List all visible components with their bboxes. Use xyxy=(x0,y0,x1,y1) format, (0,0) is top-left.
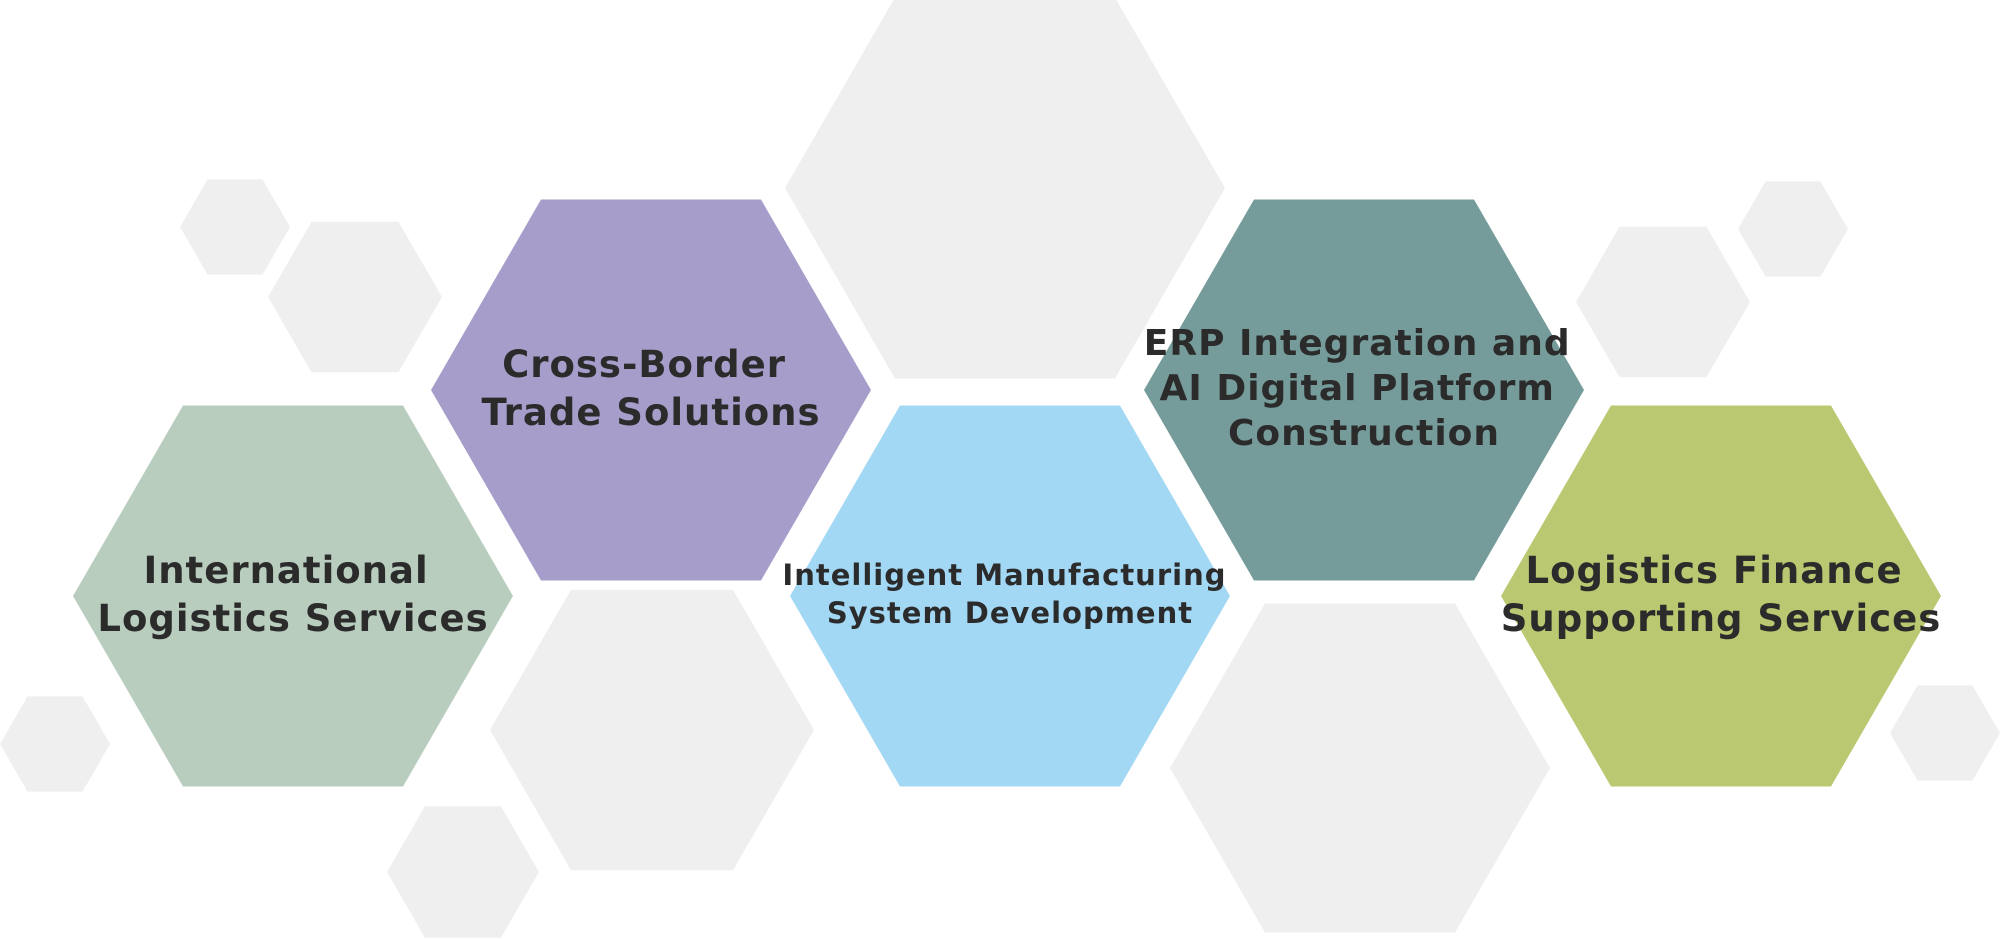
hexagon-intelligent-manufacturing[interactable]: Intelligent Manufacturing System Develop… xyxy=(782,405,1237,787)
hexagon-erp-ai-platform[interactable]: ERP Integration and AI Digital Platform … xyxy=(1144,199,1584,581)
label-line: International xyxy=(143,549,428,592)
decorative-hexagon xyxy=(1576,226,1750,378)
label-line: Logistics Services xyxy=(97,597,488,640)
label-line: Construction xyxy=(1228,413,1500,454)
decorative-hexagon xyxy=(785,0,1225,379)
hexagon-shape xyxy=(790,405,1230,787)
decorative-hexagon xyxy=(180,179,290,275)
decorative-hexagon xyxy=(268,221,442,373)
decorative-hexagon xyxy=(0,696,110,792)
label-line: Supporting Services xyxy=(1501,597,1942,640)
decorative-hexagon xyxy=(1738,181,1848,277)
decorative-hexagon xyxy=(1890,685,2000,781)
hexagon-label: International Logistics Services xyxy=(97,549,488,640)
hexagon-label: Cross-Border Trade Solutions xyxy=(481,343,820,434)
hexagon-shape xyxy=(1144,199,1584,581)
hexagon-label: ERP Integration and AI Digital Platform … xyxy=(1144,323,1584,454)
hexagon-cross-border-trade[interactable]: Cross-Border Trade Solutions xyxy=(431,199,871,581)
hexagon-label: Intelligent Manufacturing System Develop… xyxy=(782,558,1237,630)
hexagon-shape xyxy=(73,405,513,787)
label-line: AI Digital Platform xyxy=(1160,368,1555,409)
label-line: Logistics Finance xyxy=(1526,549,1903,592)
decorative-hexagon xyxy=(490,589,814,871)
label-line: Cross-Border xyxy=(502,343,786,386)
label-line: Intelligent Manufacturing xyxy=(782,558,1226,592)
decorative-hexagon xyxy=(1170,603,1550,933)
label-line: System Development xyxy=(827,596,1193,630)
label-line: Trade Solutions xyxy=(481,391,820,434)
hexagon-shape xyxy=(1501,405,1941,787)
decorative-hexagon xyxy=(387,806,539,938)
hexagon-shape xyxy=(431,199,871,581)
hexagon-label: Logistics Finance Supporting Services xyxy=(1501,549,1942,640)
hexagon-logistics-finance[interactable]: Logistics Finance Supporting Services xyxy=(1501,405,1942,787)
label-line: ERP Integration and xyxy=(1144,323,1571,364)
hexagon-international-logistics[interactable]: International Logistics Services xyxy=(73,405,513,787)
